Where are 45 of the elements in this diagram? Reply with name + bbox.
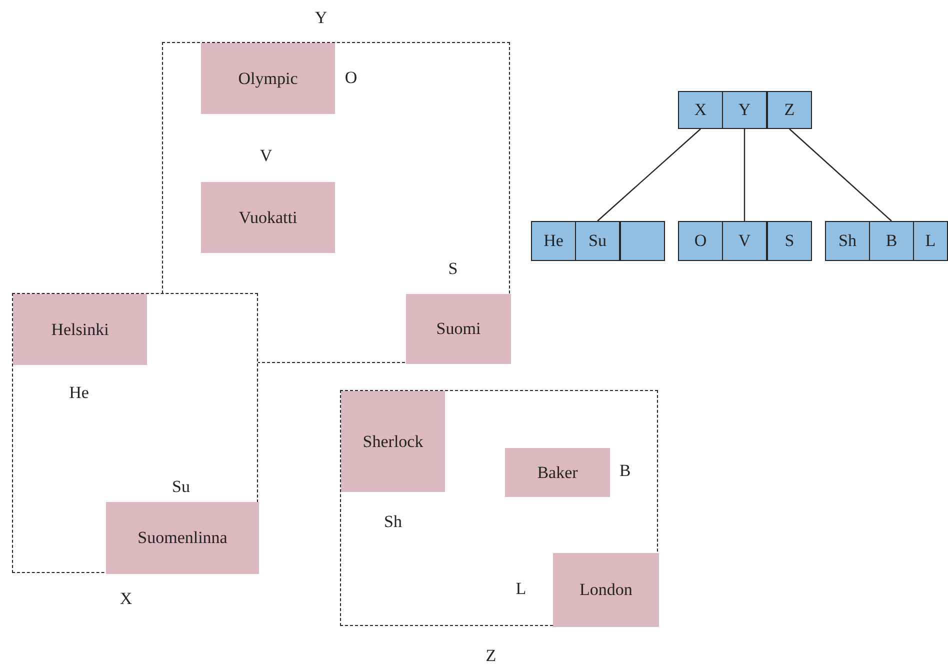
cell-label: X [694,100,707,120]
cell-label: S [784,231,794,251]
tree-edge [744,129,746,221]
rectangle-label: X [120,589,132,609]
cell-label: Sh [838,231,856,251]
place-name: Suomenlinna [138,528,228,548]
tree-edge [789,128,892,222]
cell-label: O [694,231,707,251]
place-name: Sherlock [362,432,424,452]
index-cell [869,221,914,261]
rectangle-label: Y [314,8,328,28]
index-cell [678,91,723,129]
entry-label: V [260,146,272,166]
cell-label: L [925,231,936,251]
index-cell [913,221,948,261]
index-cell [825,221,870,261]
cell-label: He [544,231,564,251]
entry-label: He [69,383,89,403]
index-cell [722,91,767,129]
index-cell [575,221,620,261]
place-name: Baker [537,462,578,482]
entry-label: S [448,259,458,279]
place-name: Suomi [436,319,481,339]
index-cell [722,221,767,261]
index-cell [620,221,665,261]
place-name: Olympic [238,68,298,88]
index-cell [767,91,812,129]
cell-label: Y [738,100,751,120]
rectangle-label: Z [486,646,496,666]
entry-label: B [619,461,631,481]
index-cell [531,221,576,261]
cell-label: Su [588,231,606,251]
cell-label: Z [784,100,795,120]
entry-label: Sh [384,512,402,532]
entry-label: Su [172,477,190,497]
place-name: Vuokatti [238,208,298,228]
entry-label: L [516,579,526,599]
tree-edge [597,128,701,222]
index-cell [678,221,723,261]
cell-label: B [886,231,898,251]
entry-label: O [344,68,358,88]
place-name: London [580,580,632,600]
place-name: Helsinki [51,320,109,340]
index-cell [767,221,812,261]
cell-label: V [738,231,751,251]
